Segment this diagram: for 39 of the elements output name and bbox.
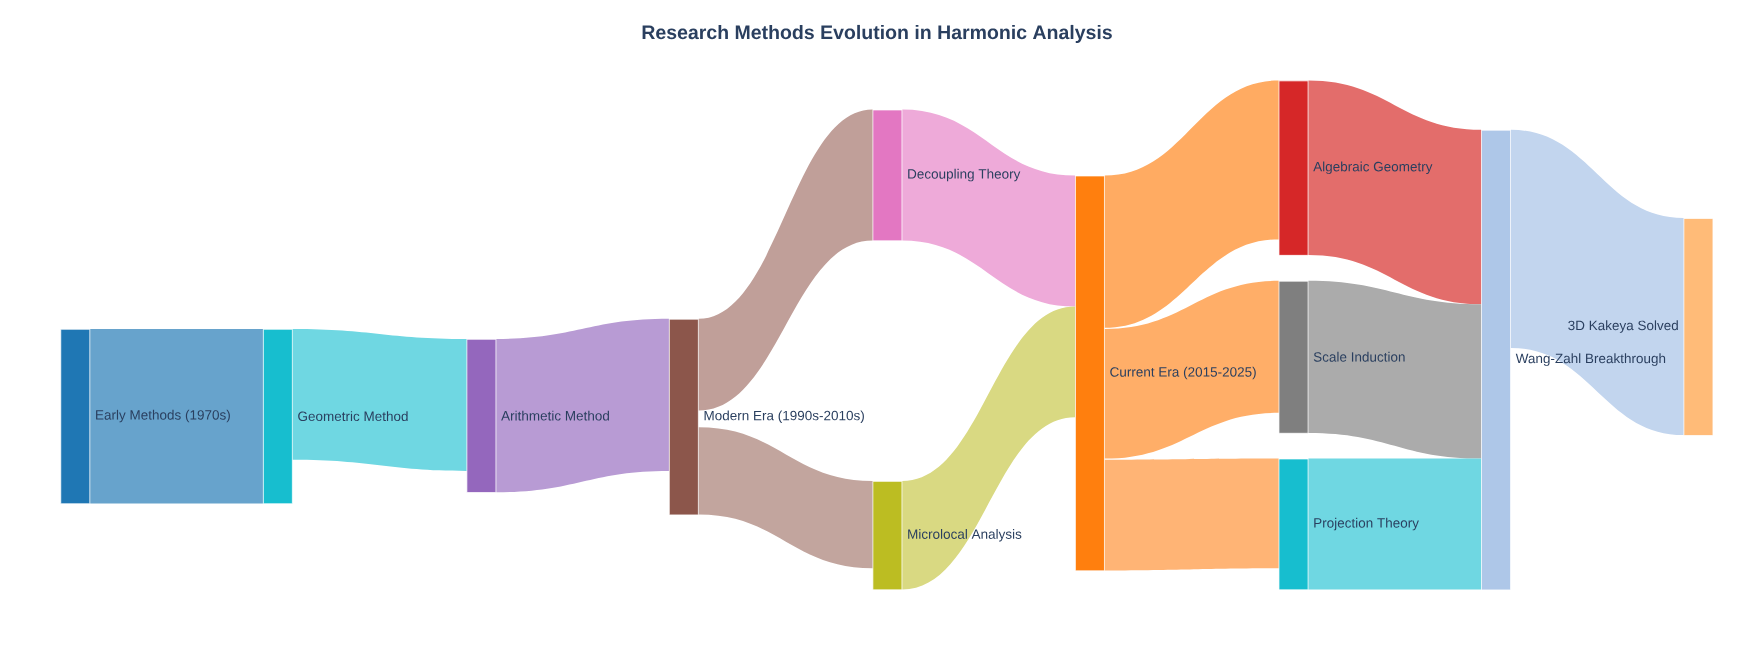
flow-ribbon <box>698 109 873 411</box>
node-bar <box>872 109 903 242</box>
node-label: Current Era (2015-2025) <box>1110 366 1256 380</box>
flow-ribbon <box>1510 129 1684 436</box>
node-label: Scale Induction <box>1313 351 1405 362</box>
flow-ribbon <box>1308 458 1482 590</box>
flow-ribbon <box>1308 280 1482 459</box>
node-bar <box>668 318 699 516</box>
node-label: Algebraic Geometry <box>1313 161 1433 175</box>
node-bar <box>466 338 497 493</box>
flow-ribbon <box>292 328 467 471</box>
node-label: Microlocal Analysis <box>908 529 1022 542</box>
chart-title: Research Methods Evolution in Harmonic Analysis <box>642 24 1112 44</box>
node-label: Geometric Method <box>298 411 408 422</box>
node-label: Early Methods (1970s) <box>96 409 230 423</box>
node-bar <box>1278 80 1309 256</box>
node-label: Arithmetic Method <box>501 410 609 421</box>
node-bar <box>262 328 293 505</box>
node-label: Modern Era (1990s-2010s) <box>704 410 864 423</box>
flow-ribbon <box>496 318 669 493</box>
flow-ribbon <box>1308 80 1482 305</box>
flow-ribbon <box>698 427 873 569</box>
flow-ribbon <box>902 109 1075 307</box>
flow-ribbon <box>1104 458 1279 571</box>
node-label: Decoupling Theory <box>908 168 1021 182</box>
flow-ribbon <box>90 328 263 504</box>
node-bar <box>1278 280 1309 434</box>
node-bar <box>1278 458 1309 591</box>
node-label: Wang-Zahl Breakthrough <box>1515 353 1666 366</box>
node-bar <box>1075 175 1105 572</box>
node-bar <box>1683 218 1714 436</box>
flow-ribbon <box>1104 280 1279 459</box>
flow-ribbon <box>1104 80 1279 328</box>
node-label: Projection Theory <box>1314 517 1419 531</box>
node-label: 3D Kakeya Solved <box>1568 320 1678 333</box>
node-bar <box>872 481 903 591</box>
node-bar <box>1481 129 1511 591</box>
node-bar <box>60 328 91 505</box>
flow-ribbon <box>902 306 1075 590</box>
